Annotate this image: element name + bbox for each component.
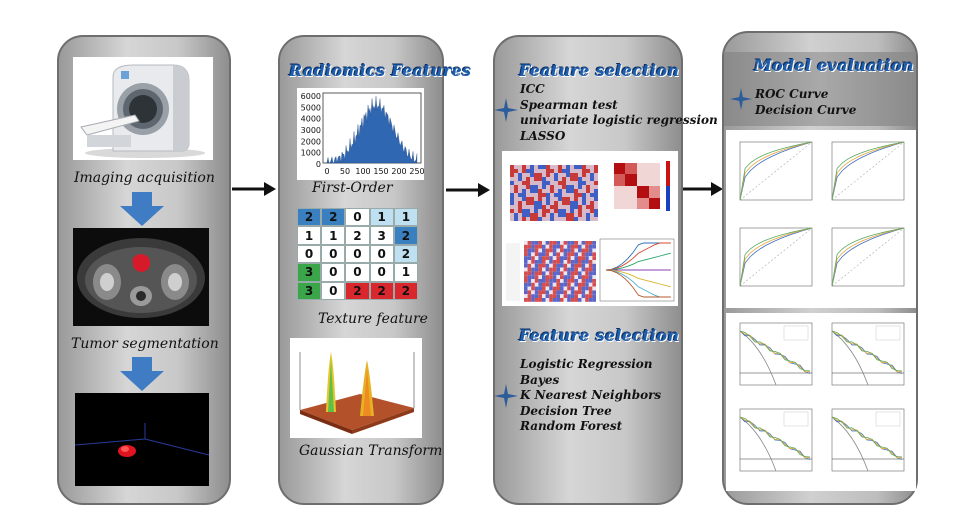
- sparkle-star-icon: [494, 98, 518, 122]
- flow-arrow-icon: [683, 182, 723, 196]
- sparkle-star-icon: [494, 384, 518, 408]
- texture-cell: 3: [369, 226, 394, 245]
- mri-scanner-image: [73, 57, 213, 160]
- texture-cell: 1: [321, 226, 346, 245]
- histogram-y-tick: 0: [316, 160, 321, 169]
- tumor-3d-render-image: [75, 393, 209, 486]
- histogram-y-tick: 4000: [301, 115, 321, 124]
- method-spearman: Spearman test: [520, 97, 618, 112]
- caption-imaging-acquisition: Imaging acquisition: [74, 170, 215, 186]
- texture-cell: 2: [297, 208, 322, 227]
- method-lasso: LASSO: [520, 128, 566, 143]
- radiomics-features-title: Radiomics Features: [289, 61, 472, 80]
- pelvic-mri-slice-image: [73, 228, 209, 326]
- texture-cell: 0: [369, 244, 394, 264]
- decision-curves-figure: [726, 313, 916, 491]
- histogram-y-tick: 6000: [301, 92, 321, 101]
- histogram-y-tick: 3000: [301, 126, 321, 135]
- texture-cell: 1: [369, 208, 394, 227]
- selection-methods-list: ICC Spearman test univariate logistic re…: [520, 82, 718, 144]
- down-arrow-icon: [120, 357, 164, 391]
- evaluation-items-list: ROC Curve Decision Curve: [755, 87, 856, 118]
- flow-arrow-icon: [232, 182, 276, 196]
- method-logistic-regression: Logistic Regression: [520, 357, 653, 371]
- feature-selection-figures: [502, 151, 678, 306]
- texture-cell: 2: [369, 281, 394, 300]
- model-evaluation-title: Model evaluation: [754, 56, 914, 75]
- texture-cell: 0: [345, 244, 370, 264]
- texture-cell: 0: [345, 263, 370, 282]
- gaussian-surface-plot: [290, 338, 422, 438]
- caption-texture-feature: Texture feature: [318, 311, 428, 327]
- caption-gaussian-transform: Gaussian Transform: [299, 443, 443, 459]
- histogram-bars: [326, 96, 418, 164]
- histogram-y-tick: 2000: [301, 137, 321, 146]
- texture-cell: 2: [393, 244, 418, 264]
- texture-cell: 2: [345, 281, 370, 300]
- histogram-x-tick: 100: [355, 167, 370, 176]
- texture-cell: 0: [321, 263, 346, 282]
- histogram-y-tick: 1000: [301, 149, 321, 158]
- histogram-y-tick: 5000: [301, 103, 321, 112]
- texture-cell: 2: [393, 226, 418, 245]
- texture-cell: 0: [321, 281, 346, 300]
- texture-cell: 0: [297, 244, 322, 264]
- sparkle-star-icon: [730, 88, 752, 110]
- method-decision-tree: Decision Tree: [520, 403, 612, 418]
- method-knn: K Nearest Neighbors: [520, 388, 662, 402]
- model-evaluation-header: [724, 52, 916, 126]
- histogram-x-tick: 0: [324, 167, 329, 176]
- feature-selection-title-top: Feature selection: [519, 61, 680, 80]
- method-random-forest: Random Forest: [520, 419, 623, 433]
- method-icc: ICC: [520, 82, 545, 96]
- flow-arrow-icon: [446, 183, 490, 197]
- texture-cell: 0: [345, 208, 370, 227]
- method-bayes: Bayes: [520, 372, 560, 387]
- method-univariate-logistic: univariate logistic regression: [520, 113, 718, 127]
- caption-tumor-segmentation: Tumor segmentation: [71, 336, 219, 352]
- texture-cell: 2: [393, 281, 418, 300]
- feature-selection-title-bottom: Feature selection: [519, 326, 680, 345]
- texture-cell: 1: [297, 226, 322, 245]
- histogram-x-tick: 250: [409, 167, 424, 176]
- texture-cell: 0: [369, 263, 394, 282]
- histogram-x-tick: 150: [373, 167, 388, 176]
- histogram-x-tick: 50: [340, 167, 350, 176]
- roc-curves-figure: [726, 130, 916, 308]
- model-methods-list: Logistic Regression Bayes K Nearest Neig…: [520, 357, 661, 435]
- texture-cell: 0: [321, 244, 346, 264]
- eval-roc-curve: ROC Curve: [755, 87, 829, 101]
- caption-first-order: First-Order: [312, 180, 393, 196]
- texture-cell: 2: [321, 208, 346, 227]
- eval-decision-curve: Decision Curve: [755, 102, 857, 117]
- texture-cell: 3: [297, 263, 322, 282]
- texture-cell: 2: [345, 226, 370, 245]
- texture-cell: 3: [297, 281, 322, 300]
- down-arrow-icon: [120, 192, 164, 226]
- histogram-x-tick: 200: [391, 167, 406, 176]
- texture-cell: 1: [393, 263, 418, 282]
- texture-cell: 1: [393, 208, 418, 227]
